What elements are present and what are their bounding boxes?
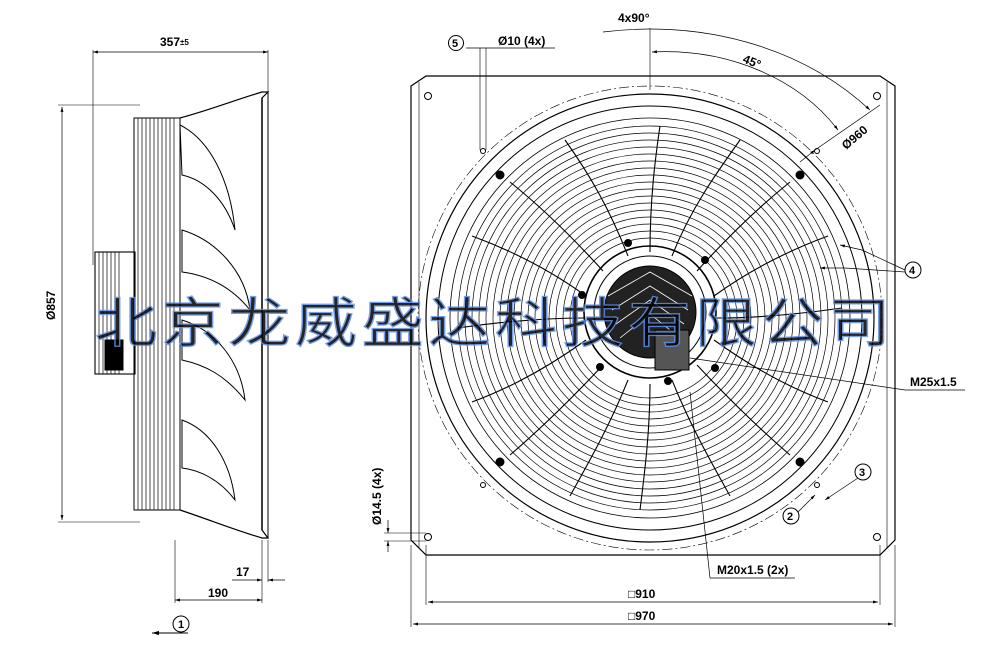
dim-970-label: □970 bbox=[628, 609, 656, 623]
grille-spokes bbox=[457, 125, 843, 511]
callout-3-label: 3 bbox=[859, 467, 865, 479]
dim-depth-label: 357±5 bbox=[160, 35, 189, 49]
dim-mount-hole-label: Ø14.5 (4x) bbox=[370, 468, 384, 525]
side-view bbox=[58, 50, 285, 636]
thread-m25-label: M25x1.5 bbox=[910, 375, 957, 389]
callout-3-circle bbox=[854, 463, 872, 481]
dim-angle-45-label: 45° bbox=[741, 52, 763, 72]
grille-bolts bbox=[495, 170, 805, 467]
corner-holes bbox=[424, 92, 881, 541]
dim-flange-label: 17 bbox=[236, 565, 250, 579]
dim-base-label: 190 bbox=[208, 586, 228, 600]
callout-2-circle bbox=[782, 507, 800, 525]
dim-height-label: Ø857 bbox=[44, 290, 58, 320]
dim-910-label: □910 bbox=[628, 587, 656, 601]
company-watermark: 北京龙威盛达科技有限公司 bbox=[95, 294, 895, 354]
motor-fins bbox=[137, 118, 175, 510]
dim-bolt-circle-label: Ø960 bbox=[839, 122, 871, 152]
callout-1-circle bbox=[172, 615, 190, 633]
mounting-plate bbox=[410, 75, 896, 556]
callout-5-circle bbox=[448, 35, 464, 51]
callout-5-label: 5 bbox=[452, 38, 458, 50]
motor-hub bbox=[583, 245, 717, 379]
callout-4-label: 4 bbox=[909, 265, 916, 277]
thread-m20-label: M20x1.5 (2x) bbox=[717, 563, 788, 577]
terminal-box-front bbox=[654, 329, 690, 371]
dim-hole-label: Ø10 (4x) bbox=[498, 34, 545, 48]
side-blades bbox=[179, 124, 251, 502]
callout-1-label: 1 bbox=[178, 619, 184, 631]
callout-2-label: 2 bbox=[787, 511, 793, 523]
front-view bbox=[384, 28, 965, 627]
bolt-circle bbox=[417, 85, 883, 551]
hub-bolts bbox=[578, 239, 719, 385]
dim-angle-bolts-label: 4x90° bbox=[618, 11, 650, 25]
dim-angle-45-arc bbox=[651, 50, 839, 131]
dim-angle-90-arc bbox=[602, 28, 871, 111]
